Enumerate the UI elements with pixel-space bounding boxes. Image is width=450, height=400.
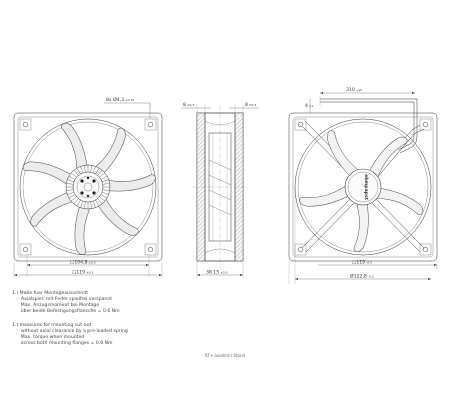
hub-rib	[73, 170, 79, 176]
note-en-line-4: across both mounting flanges = 0.6 Nm	[12, 340, 113, 346]
svg-text:□119±0.3: □119±0.3	[72, 270, 93, 276]
svg-text:4±1: 4±1	[305, 103, 313, 109]
note-de-line-4: über beide Befestigungsflansche = 0.6 Nm	[12, 308, 120, 314]
hub-rib	[68, 194, 76, 199]
note-en-line-2: - without axial clearance by a pre-loade…	[12, 328, 128, 334]
svg-text:310+10: 310+10	[346, 87, 362, 93]
hub-rib	[67, 191, 74, 195]
rear-lead-wire	[319, 95, 418, 154]
side-view: 8±0.3 8±0.3 38.15±0.3	[181, 102, 259, 278]
note-en-line-3: Max. torque when mounted	[12, 334, 84, 340]
front-view: 8x Ø4,3+0.15 □104,8±0.2 □119±0.3	[13, 96, 163, 278]
hub-rib	[90, 201, 93, 209]
brand-label: ebmpapst	[363, 174, 369, 201]
front-hub	[65, 164, 111, 210]
hub-rib	[76, 167, 81, 175]
hub-rib	[92, 166, 96, 173]
hub-rib	[71, 172, 77, 178]
side-offset-dimensions: 8±0.3 8±0.3	[181, 102, 259, 113]
note-de-line-2: - Axialspiel: mit Feder spielfrei verspa…	[12, 296, 112, 302]
hub-rib	[99, 196, 105, 202]
hub-rib	[102, 189, 110, 192]
note-en-line-1: 1.) measures for mounting cut-out	[12, 322, 91, 328]
hub-rib	[66, 182, 74, 185]
rear-bottom-dimensions: □119-0.5 Ø122,8-0.3	[288, 187, 438, 284]
hub-rib	[80, 166, 84, 173]
note-de-line-1: 1.) Maße fuer Montageausschnitt	[12, 290, 88, 296]
hub-rib	[68, 175, 76, 180]
hub-rib	[83, 165, 86, 173]
notes-english: 1.) measures for mounting cut-out - with…	[12, 322, 128, 346]
hub-rib	[83, 201, 86, 209]
hub-rib	[66, 189, 74, 192]
svg-text:8x Ø4,3+0.15: 8x Ø4,3+0.15	[106, 96, 134, 103]
svg-text:□104,8±0.2: □104,8±0.2	[70, 260, 96, 266]
hub-rib	[100, 175, 108, 180]
front-bottom-dimensions: □104,8±0.2 □119±0.3	[13, 253, 163, 278]
hub-rib	[90, 165, 93, 173]
notes-german: 1.) Maße fuer Montageausschnitt - Axials…	[12, 290, 120, 314]
svg-text:8±0.3: 8±0.3	[183, 102, 194, 108]
hub-rib	[73, 198, 79, 204]
hub-rib	[67, 179, 74, 183]
hub-rib	[76, 199, 81, 207]
hub-rib	[102, 179, 109, 183]
hub-rib	[95, 167, 100, 175]
hub-rib	[99, 172, 105, 178]
svg-text:38.15±0.3: 38.15±0.3	[206, 270, 228, 276]
front-hole-dimension: 8x Ø4,3+0.15	[104, 96, 151, 119]
rear-lead-dimensions: 310+10 4±1	[305, 87, 415, 113]
hub-rib	[100, 194, 108, 199]
svg-text:8±0.3: 8±0.3	[245, 102, 256, 108]
hub-rib	[102, 182, 110, 185]
rear-hub: ebmpapst	[344, 168, 382, 206]
hub-rib	[97, 198, 103, 204]
side-depth-dimension: 38.15±0.3	[196, 261, 244, 278]
note-de-line-3: Max. Anzugsmoment bei Montage	[12, 302, 99, 308]
footer-text: RT+ axial/rd / Stand	[205, 353, 245, 358]
hub-rib	[80, 201, 84, 208]
svg-text:□119-0.5: □119-0.5	[352, 260, 372, 266]
hub-rib	[95, 199, 100, 207]
front-mounting-holes	[19, 118, 157, 256]
hub-rib	[71, 196, 77, 202]
hub-rib	[92, 201, 96, 208]
hub-rib	[97, 170, 103, 176]
rear-view: ebmpapst 310+10 4±1 □119-0.5 Ø122,8-0.3	[288, 87, 438, 284]
svg-text:Ø122,8-0.3: Ø122,8-0.3	[350, 273, 374, 280]
hub-rib	[102, 191, 109, 195]
